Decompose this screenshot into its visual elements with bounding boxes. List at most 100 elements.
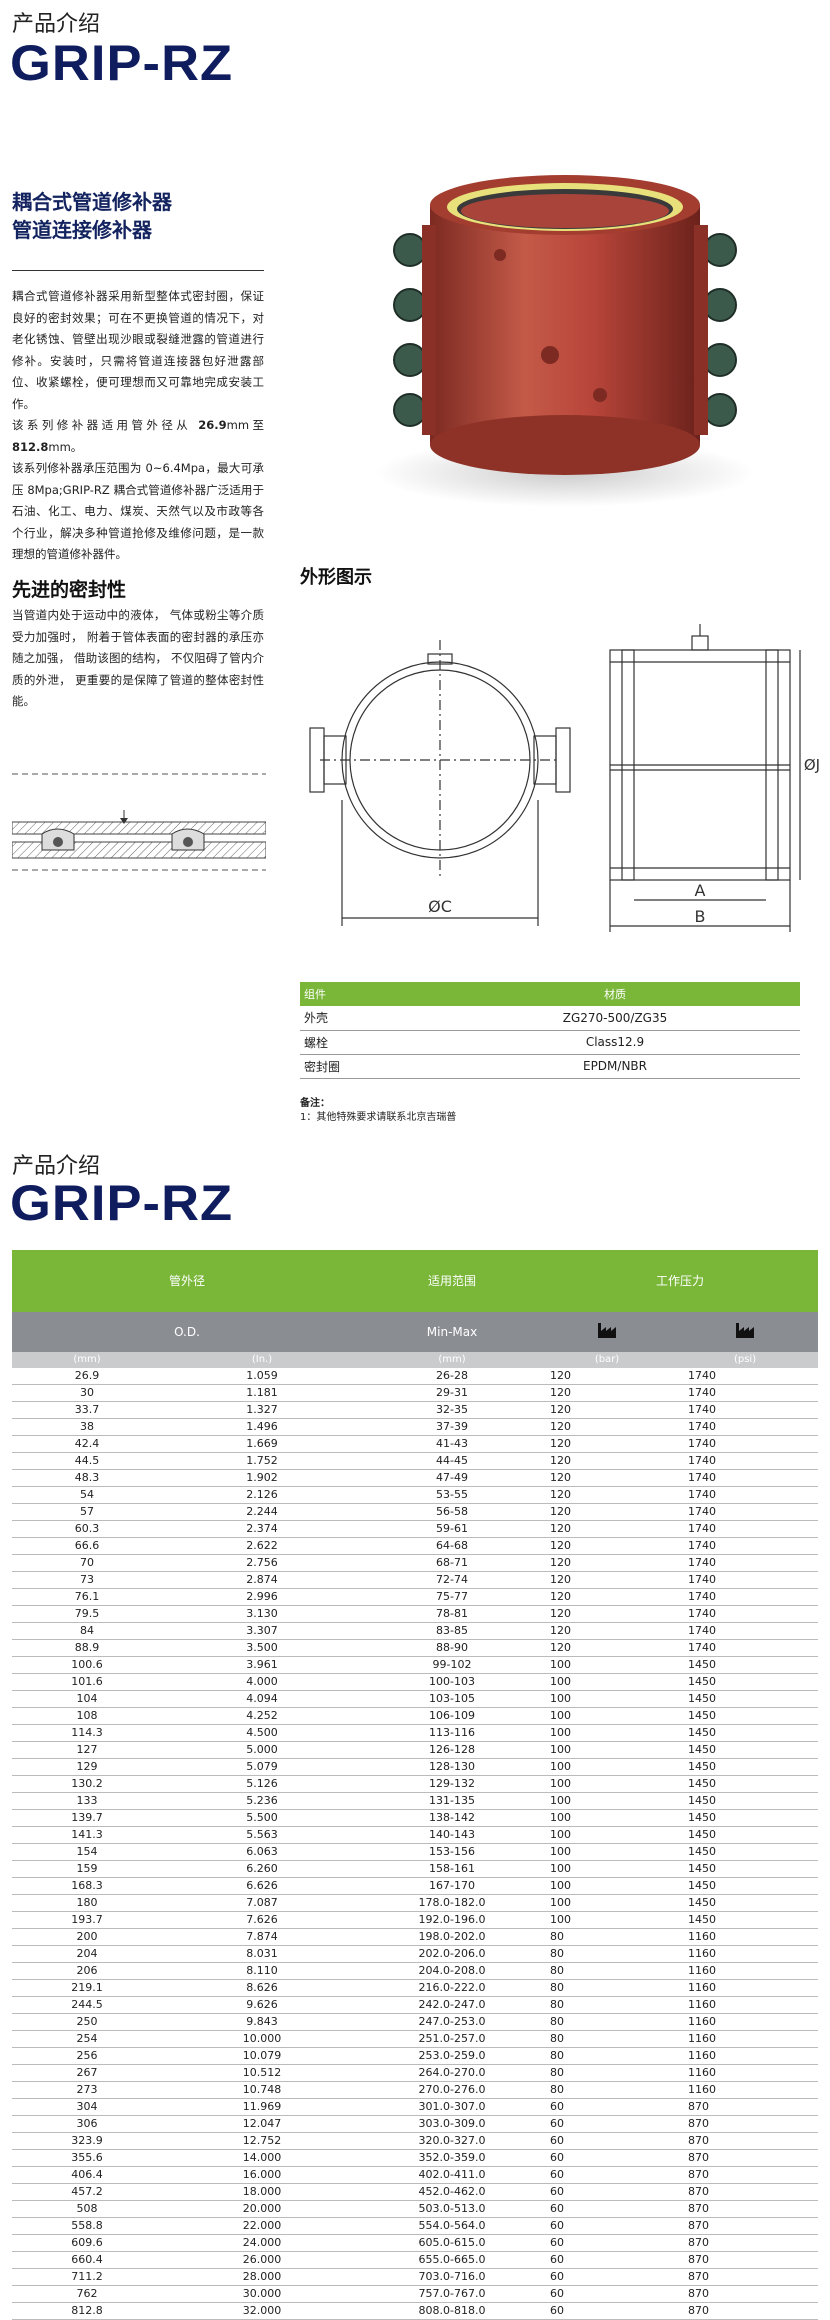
table-cell: 120 — [542, 1401, 673, 1419]
table-cell: 80 — [542, 2030, 673, 2048]
table-cell: 457.2 — [12, 2183, 162, 2201]
table-cell: 48.3 — [12, 1469, 162, 1487]
table-cell: 870 — [672, 2132, 819, 2150]
table-cell: 60 — [542, 2234, 673, 2252]
table-cell: 38 — [12, 1418, 162, 1436]
table-cell: 323.9 — [12, 2132, 162, 2150]
table-cell: 1160 — [672, 2064, 819, 2082]
intro-paragraph-3: 该系列修补器承压范围为 0~6.4Mpa，最大可承压 8Mpa;GRIP-RZ … — [12, 461, 264, 561]
table-cell: 120 — [542, 1418, 673, 1436]
unit-cell: (bar) — [542, 1352, 673, 1368]
table-cell: 1450 — [672, 1843, 819, 1861]
table-cell: 88.9 — [12, 1639, 162, 1657]
table-cell: 273 — [12, 2081, 162, 2099]
table-cell: 202.0-206.0 — [362, 1945, 543, 1963]
table-cell: 10.000 — [162, 2030, 363, 2048]
table-cell: 54 — [12, 1486, 162, 1504]
table-cell: 355.6 — [12, 2149, 162, 2167]
table-cell: 73 — [12, 1571, 162, 1589]
table-cell: 60 — [542, 2302, 673, 2320]
table-cell: 66.6 — [12, 1537, 162, 1555]
table-cell: 100 — [542, 1741, 673, 1759]
table-cell: 2.996 — [162, 1588, 363, 1606]
table-cell: 1740 — [672, 1639, 819, 1657]
table-cell: 200 — [12, 1928, 162, 1946]
table-cell: 4.252 — [162, 1707, 363, 1725]
table-cell: 1450 — [672, 1911, 819, 1929]
table-cell: 47-49 — [362, 1469, 543, 1487]
table-cell: 270.0-276.0 — [362, 2081, 543, 2099]
table-cell: 402.0-411.0 — [362, 2166, 543, 2184]
table-cell: 320.0-327.0 — [362, 2132, 543, 2150]
note-title: 备注： — [300, 1098, 330, 1109]
materials-row: 密封圈 EPDM/NBR — [300, 1054, 800, 1079]
table-cell: 12.047 — [162, 2115, 363, 2133]
table-cell: 870 — [672, 2217, 819, 2235]
table-cell: 306 — [12, 2115, 162, 2133]
table-cell: 60 — [542, 2285, 673, 2303]
table-cell: 129-132 — [362, 1775, 543, 1793]
table-cell: 1450 — [672, 1826, 819, 1844]
table-cell: 1160 — [672, 2047, 819, 2065]
table-cell: 6.063 — [162, 1843, 363, 1861]
table-cell: 26-28 — [362, 1368, 543, 1385]
brand2-title: GRIP-RZ — [10, 1175, 234, 1231]
table-cell: 120 — [542, 1571, 673, 1589]
table-cell: 80 — [542, 1928, 673, 1946]
table-cell: 83-85 — [362, 1622, 543, 1640]
table-cell: 100 — [542, 1758, 673, 1776]
note-text: 1：其他特殊要求请联系北京吉瑞普 — [300, 1112, 457, 1123]
table-cell: 1450 — [672, 1724, 819, 1742]
table-cell: 128-130 — [362, 1758, 543, 1776]
table-cell: 120 — [542, 1384, 673, 1402]
table-cell: 8.626 — [162, 1979, 363, 1997]
pressure-icon-cell — [672, 1312, 818, 1352]
table-cell: 1740 — [672, 1554, 819, 1572]
materials-row: 螺栓 Class12.9 — [300, 1030, 800, 1055]
table-cell: 4.000 — [162, 1673, 363, 1691]
spec-sub-header-row: O.D. Min-Max — [12, 1312, 819, 1352]
table-cell: 120 — [542, 1588, 673, 1606]
table-cell: 605.0-615.0 — [362, 2234, 543, 2252]
table-cell: 80 — [542, 2064, 673, 2082]
table-cell: 80 — [542, 2013, 673, 2031]
table-cell: 1740 — [672, 1452, 819, 1470]
table-cell: 12.752 — [162, 2132, 363, 2150]
table-cell: 303.0-309.0 — [362, 2115, 543, 2133]
table-cell: 1.752 — [162, 1452, 363, 1470]
table-cell: 870 — [672, 2268, 819, 2286]
table-cell: 14.000 — [162, 2149, 363, 2167]
table-cell: 5.236 — [162, 1792, 363, 1810]
table-cell: 100 — [542, 1826, 673, 1844]
table-cell: 609.6 — [12, 2234, 162, 2252]
table-cell: 1740 — [672, 1384, 819, 1402]
table-cell: 42.4 — [12, 1435, 162, 1453]
table-cell: 120 — [542, 1486, 673, 1504]
table-cell: 703.0-716.0 — [362, 2268, 543, 2286]
pressure-icon-cell — [542, 1312, 672, 1352]
table-cell: 1450 — [672, 1741, 819, 1759]
table-cell: 219.1 — [12, 1979, 162, 1997]
table-cell: 28.000 — [162, 2268, 363, 2286]
seal-heading: 先进的密封性 — [12, 579, 127, 601]
spec-table: 管外径 适用范围 工作压力 O.D. Min-Max (mm) (In.) (m… — [12, 1250, 819, 2320]
table-cell: 5.126 — [162, 1775, 363, 1793]
table-cell: 60 — [542, 2115, 673, 2133]
table-cell: 711.2 — [12, 2268, 162, 2286]
spec-unit-row: (mm) (In.) (mm) (bar) (psi) — [12, 1352, 819, 1368]
table-cell: 127 — [12, 1741, 162, 1759]
table-cell: 247.0-253.0 — [362, 2013, 543, 2031]
